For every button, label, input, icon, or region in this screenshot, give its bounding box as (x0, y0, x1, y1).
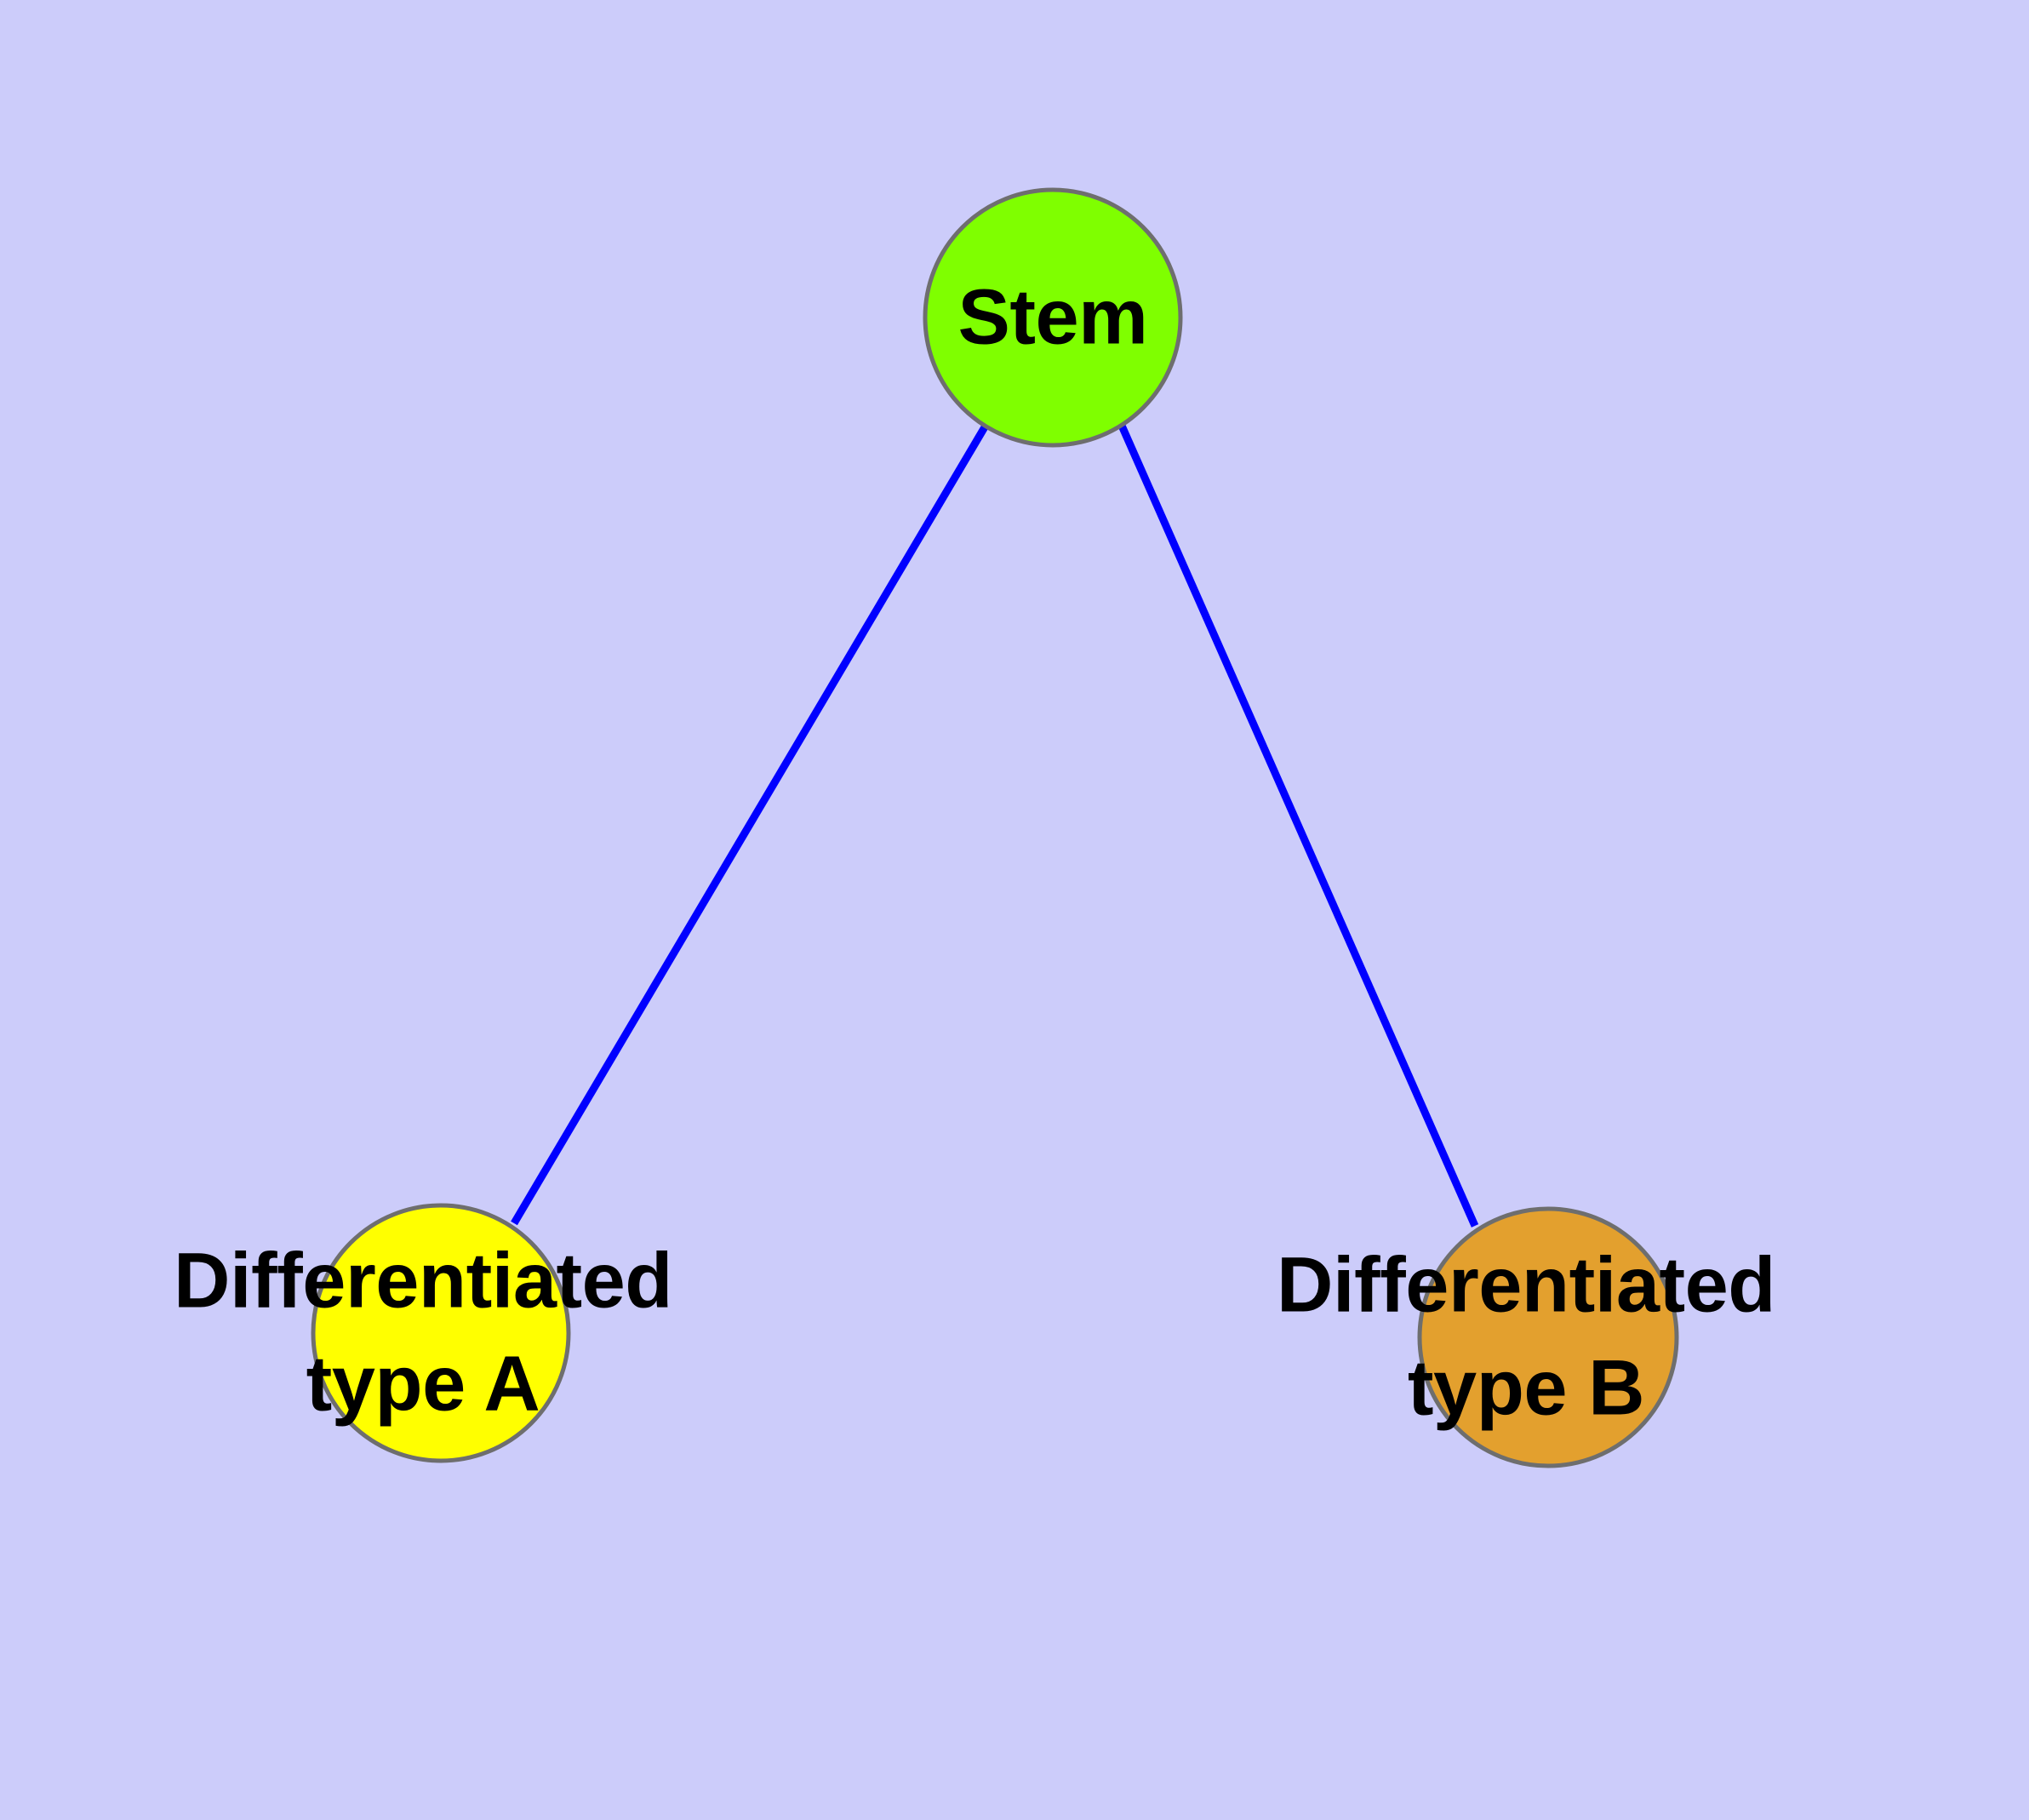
node-layer (311, 187, 1679, 1468)
edge-layer (511, 423, 1479, 1228)
graph-node-diff-b[interactable] (1417, 1206, 1679, 1468)
graph-edge-stem-to-diff-b[interactable] (1117, 424, 1479, 1228)
graph-edge-stem-to-diff-a[interactable] (511, 423, 989, 1226)
graph-node-stem[interactable] (923, 187, 1183, 448)
graph-node-diff-a[interactable] (311, 1203, 571, 1463)
